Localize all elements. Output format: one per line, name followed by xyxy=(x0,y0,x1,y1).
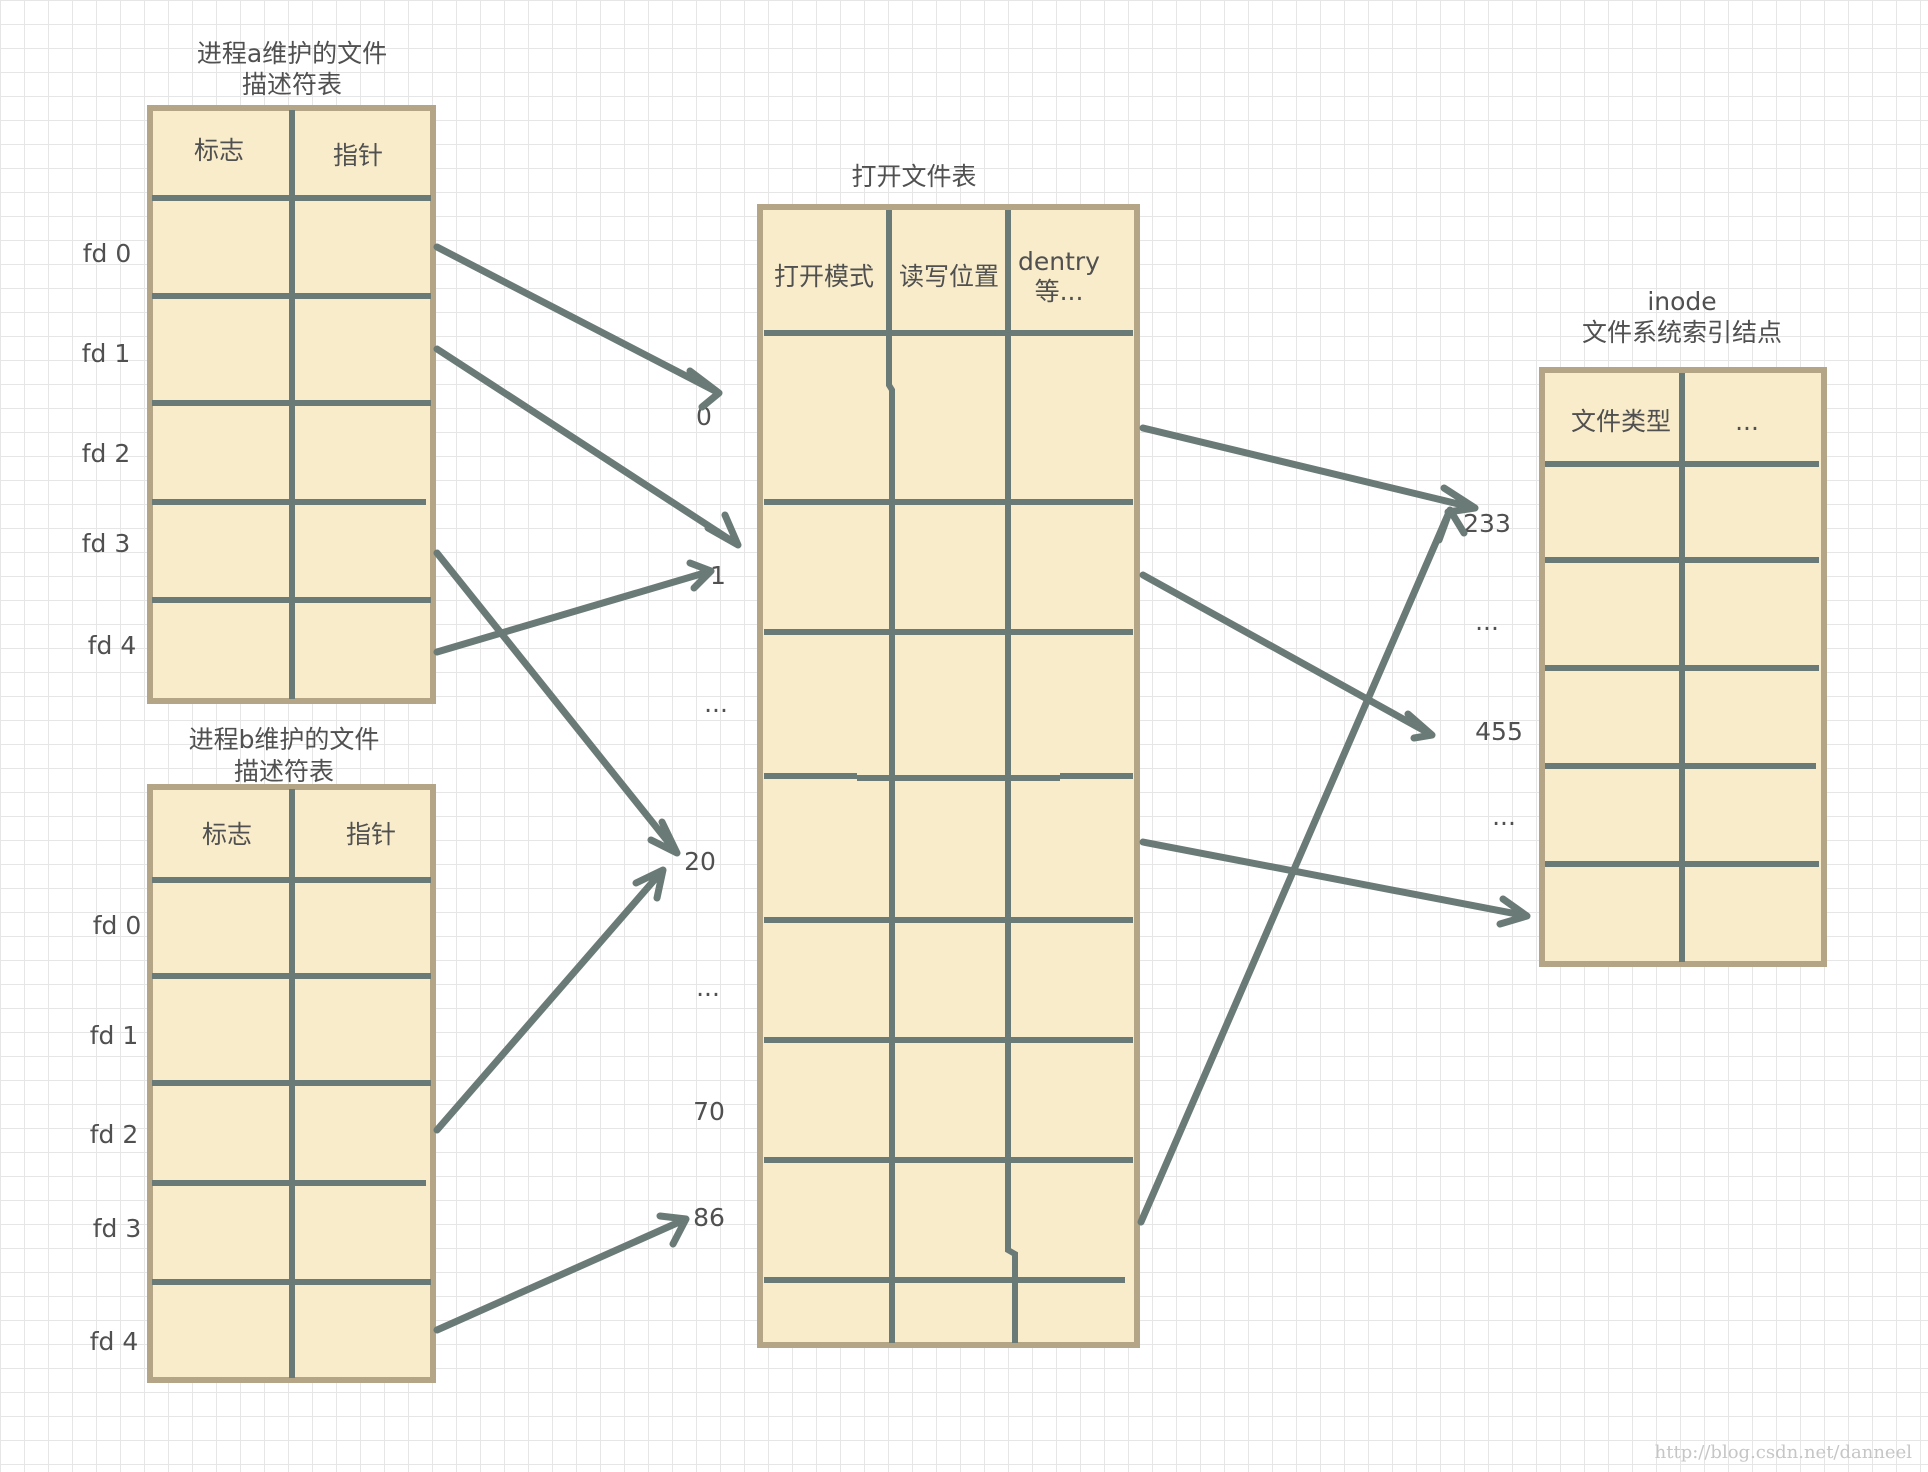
process-b-col-pointer: 指针 xyxy=(346,820,396,849)
arrow-open-to-inode-455 xyxy=(1139,571,1436,742)
arrow-a-fd0-to-0 xyxy=(433,243,723,411)
arrow-open-to-inode-233 xyxy=(1139,424,1479,516)
open-file-index-20: 20 xyxy=(684,847,716,876)
open-file-index-ellipsis-2: ... xyxy=(696,973,720,1002)
process-a-fd0: fd 0 xyxy=(83,239,132,268)
arrow-a-fd4-to-1 xyxy=(433,559,715,656)
open-file-index-1: 1 xyxy=(710,561,726,590)
process-b-title-line2: 描述符表 xyxy=(234,757,334,786)
open-file-col-position: 读写位置 xyxy=(899,262,999,291)
inode-index-455: 455 xyxy=(1475,717,1523,746)
process-b-fd3: fd 3 xyxy=(93,1214,142,1243)
process-b-fd1: fd 1 xyxy=(90,1021,139,1050)
inode-index-233: 233 xyxy=(1463,509,1511,538)
open-file-col-mode: 打开模式 xyxy=(774,262,874,291)
pointer-arrows xyxy=(433,243,1531,1334)
process-b-title-line1: 进程b维护的文件 xyxy=(189,725,380,754)
inode-index-ellipsis-2: ... xyxy=(1492,802,1516,831)
arrow-a-fd1-to-1 xyxy=(433,345,742,549)
process-a-col-flag: 标志 xyxy=(194,136,244,165)
process-a-fd2: fd 2 xyxy=(82,439,131,468)
open-file-table: 打开文件表 打开模式 读写位置 dentry 等... 0 1 ... 20 .… xyxy=(684,162,1140,1348)
open-file-table-title: 打开文件表 xyxy=(851,162,976,191)
open-file-col-divider xyxy=(1005,210,1018,1343)
open-file-col-dentry-line2: 等... xyxy=(1035,277,1084,306)
process-b-fd2: fd 2 xyxy=(90,1120,139,1149)
open-file-index-ellipsis-1: ... xyxy=(704,689,728,718)
inode-title-line2: 文件系统索引结点 xyxy=(1582,318,1782,347)
arrow-a-fd3-to-20 xyxy=(433,549,681,857)
watermark: http://blog.csdn.net/danneel xyxy=(1655,1442,1913,1463)
open-file-col-divider xyxy=(886,210,895,1343)
inode-table: inode 文件系统索引结点 文件类型 ... 233 ... 455 ... xyxy=(1463,287,1827,967)
process-a-fd4: fd 4 xyxy=(88,631,137,660)
arrow-open-to-inode-bottom xyxy=(1139,838,1531,928)
process-b-fd4: fd 4 xyxy=(90,1327,139,1356)
process-a-fd1: fd 1 xyxy=(82,339,131,368)
process-b-col-flag: 标志 xyxy=(202,820,252,849)
process-a-title-line2: 描述符表 xyxy=(242,70,342,99)
process-a-title-line1: 进程a维护的文件 xyxy=(197,39,387,68)
process-b-fd-table: 进程b维护的文件 描述符表 标志 指针 fd 0 fd 1 fd 2 fd 3 … xyxy=(90,725,436,1383)
inode-col-file-type: 文件类型 xyxy=(1571,407,1671,436)
inode-title-line1: inode xyxy=(1647,287,1716,316)
arrow-open-bottom-to-inode-233 xyxy=(1137,506,1468,1226)
process-a-fd3: fd 3 xyxy=(82,529,131,558)
process-a-col-pointer: 指针 xyxy=(333,141,383,170)
process-b-fd0: fd 0 xyxy=(93,911,142,940)
inode-index-ellipsis-1: ... xyxy=(1475,607,1499,636)
open-file-col-dentry-line1: dentry xyxy=(1018,247,1100,276)
open-file-index-86: 86 xyxy=(693,1203,725,1232)
arrow-b-fd2-to-20 xyxy=(433,866,667,1134)
arrow-b-fd4-to-86 xyxy=(433,1212,690,1334)
open-file-index-70: 70 xyxy=(693,1097,725,1126)
inode-col-more: ... xyxy=(1735,407,1759,436)
process-a-fd-table: 进程a维护的文件 描述符表 标志 指针 fd 0 fd 1 fd 2 fd 3 … xyxy=(82,39,436,704)
